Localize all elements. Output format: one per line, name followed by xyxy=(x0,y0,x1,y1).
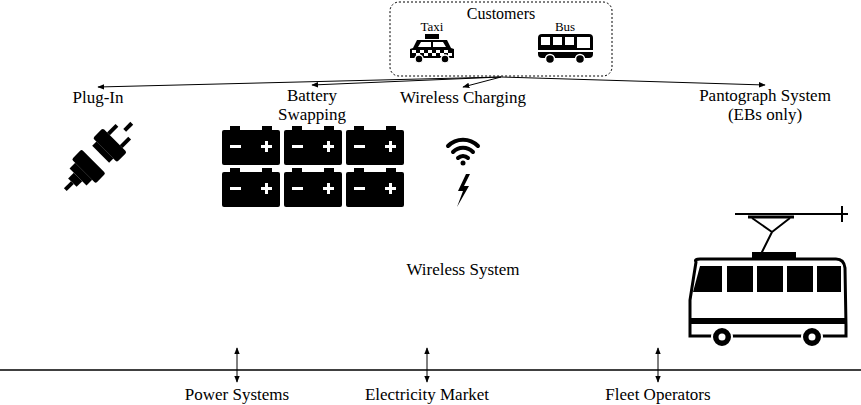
text-label: Bus xyxy=(555,20,575,34)
node-group: Customers xyxy=(390,2,612,76)
lightning-icon xyxy=(457,174,470,207)
pantograph-bus xyxy=(690,206,848,347)
taxi-icon xyxy=(410,34,454,63)
node-title: Battery Swapping xyxy=(257,86,367,124)
node-group: Battery Swapping xyxy=(257,86,367,127)
bus-icon xyxy=(538,34,593,64)
node-group: Wireless ChargingWireless System xyxy=(380,88,546,280)
battery-grid xyxy=(222,126,404,207)
text-label: Fleet Operators xyxy=(605,386,710,405)
customers-frame xyxy=(390,2,612,76)
double-arrow xyxy=(237,348,238,382)
node-title: Pantograph System (EBs only) xyxy=(685,86,845,124)
text-label: Power Systems xyxy=(185,386,289,405)
arrow-connector xyxy=(312,77,501,85)
node-subtitle: Wireless System xyxy=(380,260,546,279)
node-title: Plug-In xyxy=(50,88,146,107)
node-title: Wireless Charging xyxy=(380,88,546,107)
node-group: Pantograph System (EBs only) xyxy=(685,86,845,127)
arrow-connector xyxy=(98,77,501,87)
base-line xyxy=(0,369,861,371)
text-label: Taxi xyxy=(421,20,444,34)
double-arrow xyxy=(427,348,428,382)
double-arrow xyxy=(658,348,659,382)
arrow-connector xyxy=(501,77,765,85)
node-group: Plug-In xyxy=(50,88,146,110)
text-label: Electricity Market xyxy=(365,386,489,405)
wireless-icon xyxy=(448,140,478,166)
plug-icon xyxy=(53,111,144,202)
arrow-connector xyxy=(463,77,501,87)
